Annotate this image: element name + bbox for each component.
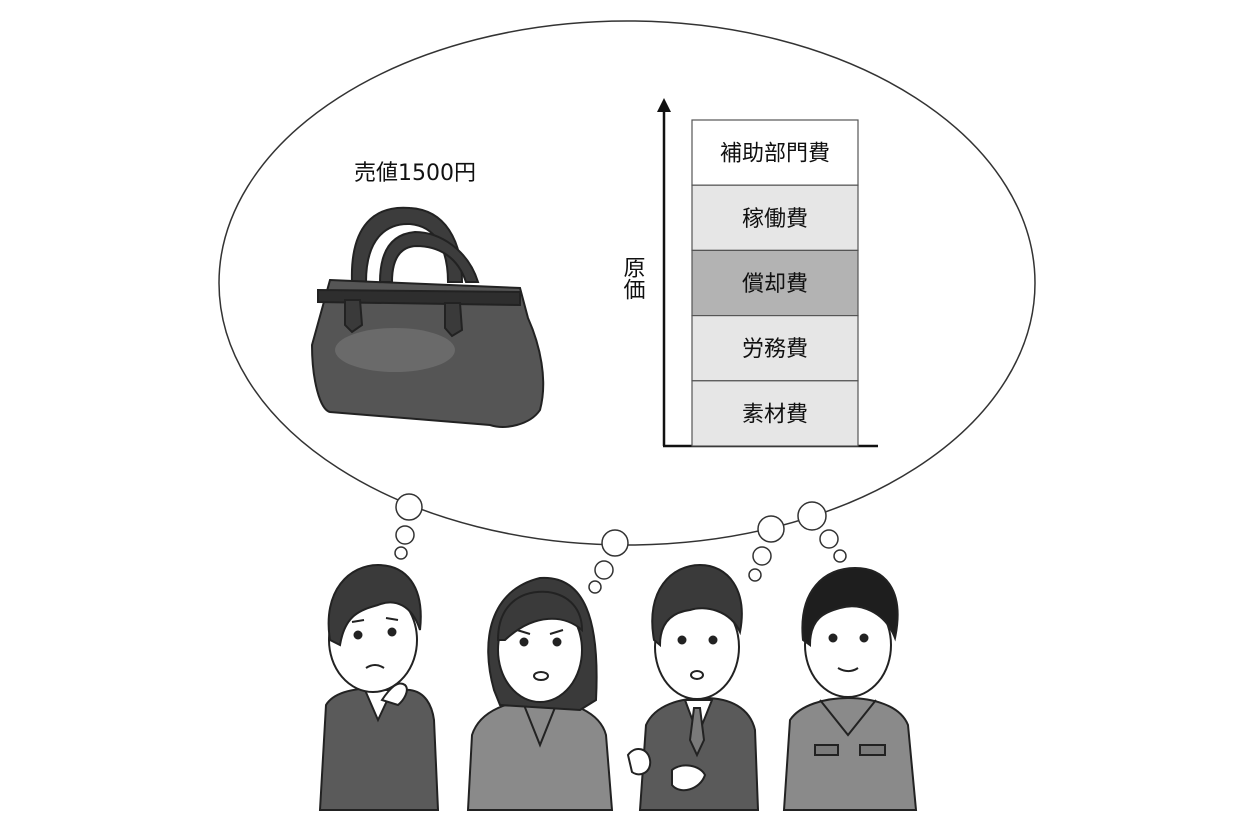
cost-block: [691, 119, 859, 186]
person-thinking-man: [318, 563, 440, 811]
handbag-icon: [310, 206, 545, 428]
cost-block: [691, 380, 859, 447]
cost-block-label: 素材費: [742, 402, 808, 427]
cost-block-label: 労務費: [742, 337, 808, 362]
thought-bubble-trail-left: [394, 493, 423, 560]
person-young-man: [626, 563, 760, 811]
cost-block: [691, 249, 859, 317]
thought-bubble-trail-middle: [588, 529, 629, 594]
y-axis-arrow: [657, 98, 671, 112]
cost-block-label: 償却費: [742, 272, 808, 297]
cost-block: [691, 315, 859, 382]
person-woman: [466, 576, 614, 811]
cost-block-label: 補助部門費: [720, 142, 830, 167]
thought-bubble-trail-right: [748, 501, 847, 582]
cost-block: [691, 184, 859, 251]
person-worker: [782, 566, 918, 811]
price-label: 売値1500円: [354, 161, 476, 186]
axis-label: 原価: [620, 256, 646, 300]
cost-block-label: 稼働費: [742, 207, 808, 232]
